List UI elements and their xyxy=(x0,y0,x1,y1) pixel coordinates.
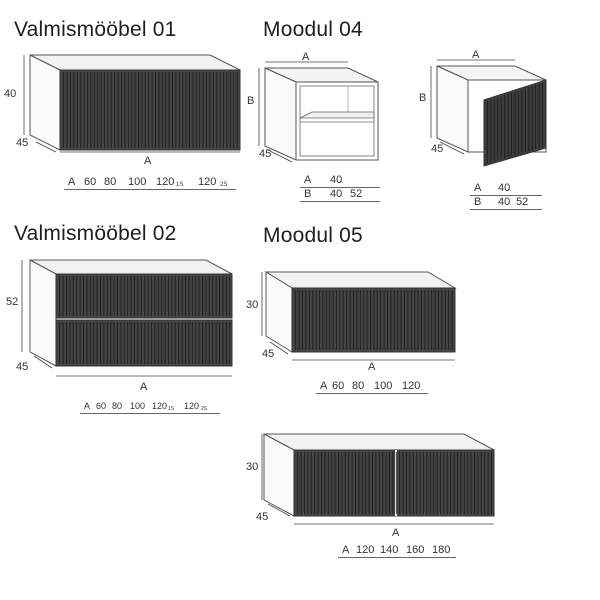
dim-height: 30 xyxy=(246,461,258,473)
dim-depth: 45 xyxy=(262,348,274,360)
dim-width: A xyxy=(392,527,400,539)
dim-depth: 45 xyxy=(16,361,28,373)
dim-height: 30 xyxy=(246,299,258,311)
moodul-04-table: A 40 B 40 52 xyxy=(300,174,380,202)
dim-depth: 45 xyxy=(16,137,28,149)
title-valmismoobel-01: Valmismööbel 01 xyxy=(14,18,177,41)
dim-width: A xyxy=(368,361,376,373)
valmismoobel-01-table: A 60 80 100 120 1S 120 2S xyxy=(64,176,236,190)
moodul-04-door-table: A 40 B 40 52 xyxy=(470,182,542,210)
title-moodul-04: Moodul 04 xyxy=(263,18,363,41)
valmismoobel-02-table: A 60 80 100 120 1S 120 2S xyxy=(80,400,220,414)
dim-width: A xyxy=(472,49,480,61)
dim-width: A xyxy=(144,155,152,167)
dim-height: B xyxy=(419,92,426,104)
dim-height: 40 xyxy=(4,88,16,100)
dim-width: A xyxy=(302,51,310,63)
moodul-05-table: A 60 80 100 120 xyxy=(316,380,428,394)
dim-depth: 45 xyxy=(256,511,268,523)
moodul-05-wide-table: A 120 140 160 180 xyxy=(338,544,456,558)
dim-depth: 45 xyxy=(431,143,443,155)
title-moodul-05: Moodul 05 xyxy=(263,224,363,247)
dim-height: B xyxy=(247,95,254,107)
dim-width: A xyxy=(140,381,148,393)
title-valmismoobel-02: Valmismööbel 02 xyxy=(14,222,177,245)
dim-height: 52 xyxy=(6,296,18,308)
dim-depth: 45 xyxy=(259,148,271,160)
